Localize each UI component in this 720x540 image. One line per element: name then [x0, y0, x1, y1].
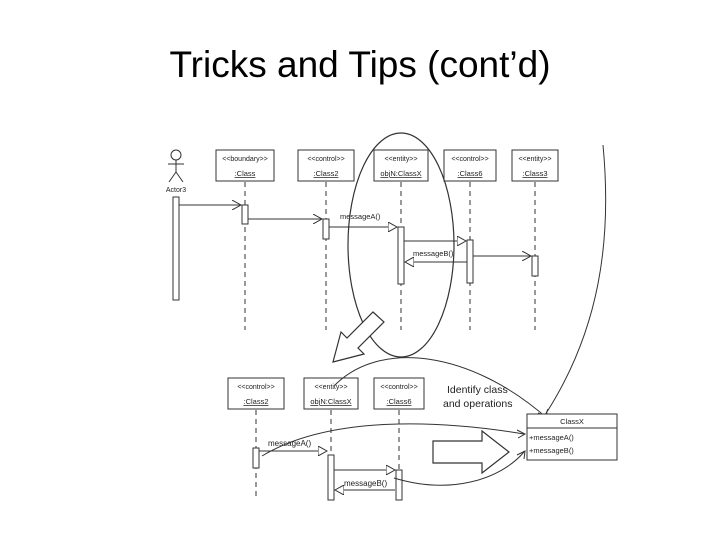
upper-lifeline-class: <<boundary>> :Class: [215, 149, 275, 182]
upper-activations: [241, 204, 539, 285]
highlight-ellipse: [347, 132, 455, 358]
lifeline-name: :Class6: [457, 169, 482, 178]
upper-lifeline-classx: <<entity>> objN:ClassX: [373, 149, 429, 182]
upper-message-b-label: messageB(): [413, 249, 454, 258]
class-operation-b: +messageB(): [529, 446, 574, 455]
class-operation-a: +messageA(): [529, 433, 574, 442]
curve-identify-class: [334, 357, 549, 420]
lifeline-name: objN:ClassX: [380, 169, 421, 178]
stereotype-label: <<entity>>: [384, 156, 417, 163]
annotation-line-1: Identify class: [447, 384, 508, 396]
annotation-line-2: and operations: [443, 398, 512, 410]
lower-message-a-label: messageA(): [268, 439, 311, 448]
lifeline-name: objN:ClassX: [310, 397, 351, 406]
lower-lifeline-class6: <<control>> :Class6: [373, 377, 425, 410]
stereotype-label: <<control>>: [451, 156, 488, 163]
lower-lifeline-class2: <<control>> :Class2: [227, 377, 285, 410]
slide-title: Tricks and Tips (cont’d): [169, 44, 551, 85]
class-box-name: ClassX: [560, 417, 584, 426]
stereotype-label: <<entity>>: [314, 384, 347, 391]
lower-activations: [252, 447, 403, 501]
actor-figure: [168, 149, 184, 183]
curve-message-b-to-operation: [393, 451, 525, 486]
lifeline-name: :Class2: [313, 169, 338, 178]
diagonal-hollow-arrow: [332, 311, 385, 363]
class-box-classx: ClassX +messageA() +messageB(): [526, 413, 618, 461]
right-hollow-arrow: [432, 429, 510, 475]
actor-label: Actor3: [166, 187, 186, 194]
upper-messages: [179, 205, 531, 262]
upper-sequence-diagram: Actor3 <<boundary>> :Class <<control>> :…: [166, 149, 559, 330]
stereotype-label: <<control>>: [237, 384, 274, 391]
stereotype-label: <<boundary>>: [222, 156, 268, 163]
lifeline-name: :Class2: [243, 397, 268, 406]
upper-message-a-label: messageA(): [340, 212, 381, 221]
upper-lifeline-class6: <<control>> :Class6: [443, 149, 497, 182]
long-curve-to-class: [544, 144, 607, 416]
upper-lifeline-class2: <<control>> :Class2: [297, 149, 355, 182]
curve-message-a-arrowhead: [516, 429, 527, 439]
actor-activation: [172, 196, 180, 301]
lifeline-name: :Class: [235, 169, 256, 178]
upper-lifeline-class3: <<entity>> :Class3: [511, 149, 559, 182]
stereotype-label: <<control>>: [307, 156, 344, 163]
curve-message-a-to-operation: [261, 423, 525, 457]
lifeline-name: :Class6: [386, 397, 411, 406]
lower-sequence-diagram: <<control>> :Class2 <<entity>> objN:Clas…: [227, 377, 425, 501]
lifeline-name: :Class3: [522, 169, 547, 178]
lower-message-b-label: messageB(): [344, 479, 387, 488]
stereotype-label: <<entity>>: [518, 156, 551, 163]
stereotype-label: <<control>>: [380, 384, 417, 391]
lower-lifeline-classx: <<entity>> objN:ClassX: [303, 377, 359, 410]
curve-message-b-arrowhead: [516, 450, 526, 460]
